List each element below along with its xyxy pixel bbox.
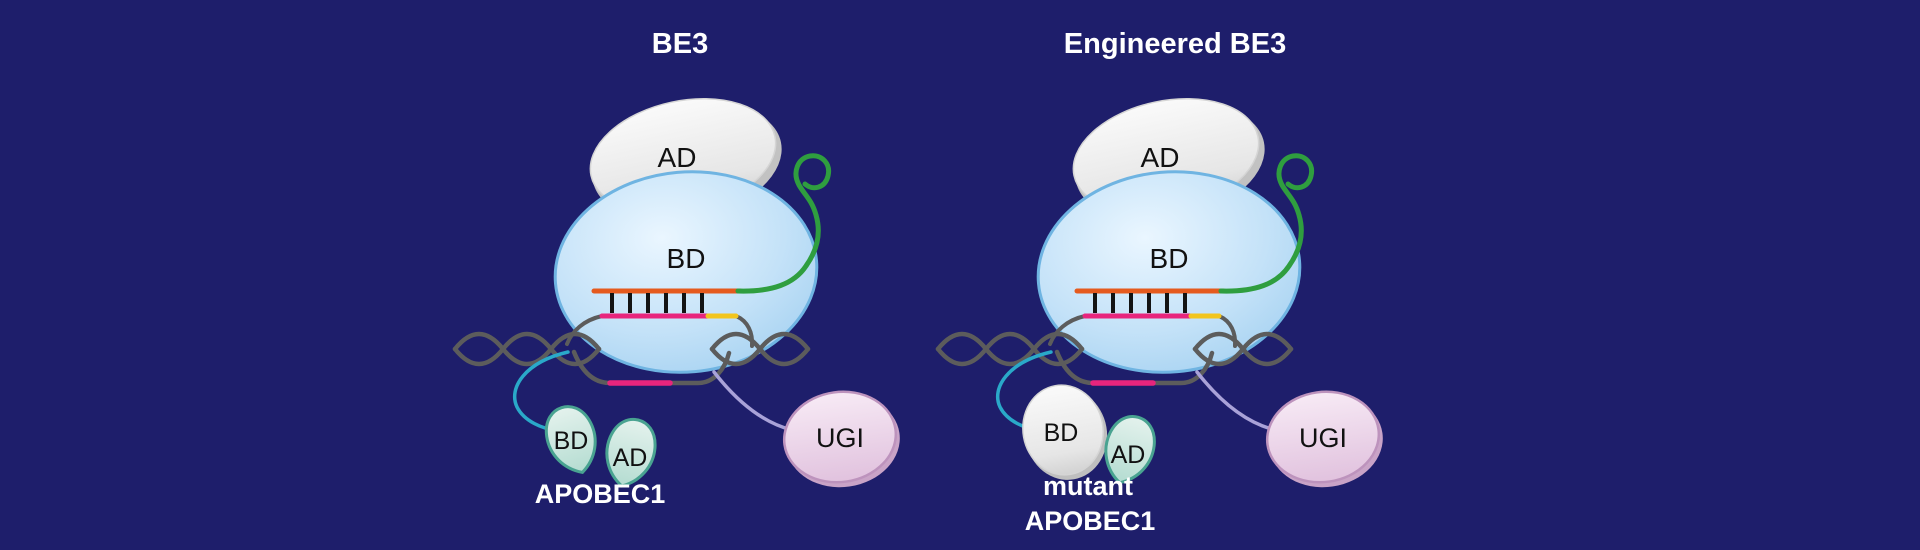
panel-title: BE3 <box>652 28 708 60</box>
apobec1-group: BD AD <box>537 398 663 494</box>
apobec-caption-line-2: APOBEC1 <box>1025 506 1156 536</box>
panel-be3: BE3 AD BD BD AD APOBEC1 UGI <box>455 28 906 509</box>
mutant-apobec1-group: BD AD <box>1022 384 1163 491</box>
ad-domain-label: AD <box>1141 142 1180 173</box>
apobec-bd-label: BD <box>1044 419 1079 447</box>
apobec-caption-line-1: mutant <box>1043 471 1133 501</box>
panel-engineered-be3: Engineered BE3 AD BD BD AD mutant APOBEC… <box>938 28 1389 536</box>
apobec-ad-label: AD <box>613 444 648 472</box>
apobec-ad-label: AD <box>1111 441 1146 469</box>
apobec-caption: APOBEC1 <box>535 479 666 509</box>
apobec-mutant-bd-ellipse <box>1022 384 1104 476</box>
panel-title: Engineered BE3 <box>1064 28 1286 60</box>
bd-domain-label: BD <box>667 243 706 274</box>
ad-domain-label: AD <box>658 142 697 173</box>
bd-domain-label: BD <box>1150 243 1189 274</box>
ugi-label: UGI <box>816 423 864 453</box>
ugi-label: UGI <box>1299 423 1347 453</box>
apobec-bd-label: BD <box>554 427 589 455</box>
